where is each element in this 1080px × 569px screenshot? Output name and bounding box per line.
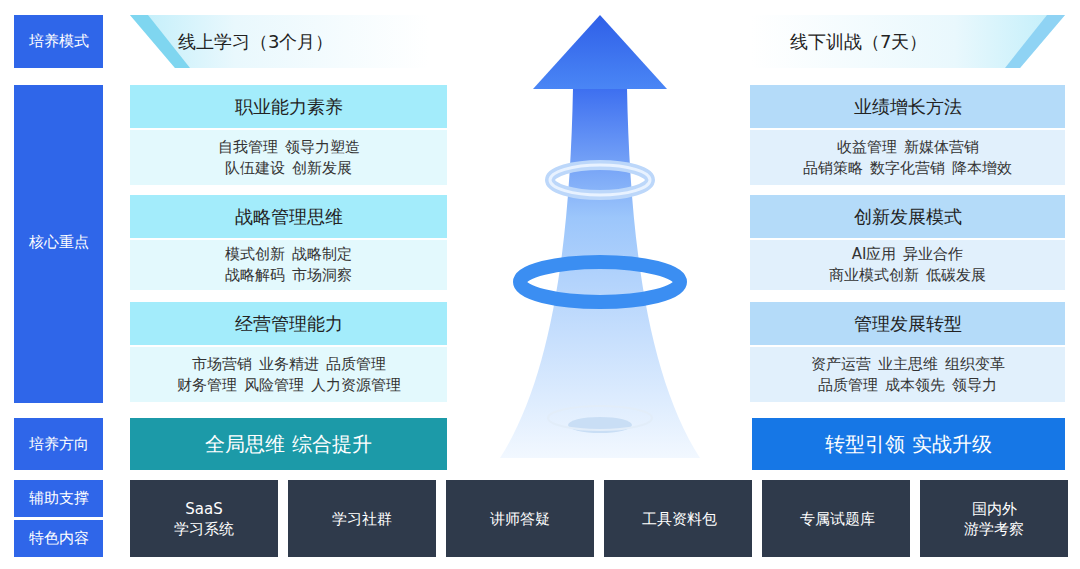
support-label: 工具资料包: [642, 509, 714, 529]
support-box: 国内外 游学考察: [920, 480, 1068, 557]
row-label: 培养模式: [14, 15, 103, 68]
banner-fill: [130, 15, 430, 68]
support-box: 专属试题库: [762, 480, 910, 557]
row-label-text: 培养方向: [29, 435, 89, 454]
card-row: 收益管理新媒体营销: [837, 137, 979, 158]
topic-item: 资产运营: [811, 354, 871, 375]
topic-card: 管理发展转型资产运营业主思维组织变革品质管理成本领先领导力: [750, 302, 1065, 402]
card-heading: 经营管理能力: [130, 302, 447, 345]
topic-item: 人力资源管理: [311, 375, 401, 396]
card-row: 商业模式创新低碳发展: [829, 265, 986, 286]
topic-item: 创新发展: [292, 158, 352, 179]
topic-item: 领导力: [952, 375, 997, 396]
topic-item: 异业合作: [903, 244, 963, 265]
topic-item: 组织变革: [945, 354, 1005, 375]
base-ring: [548, 406, 652, 430]
card-row: 模式创新战略制定: [225, 244, 352, 265]
card-row: 品销策略数字化营销降本增效: [803, 158, 1012, 179]
topic-item: 队伍建设: [225, 158, 285, 179]
phase-title: 线上学习（3个月）: [130, 30, 333, 54]
topic-item: 市场洞察: [292, 265, 352, 286]
card-row: 战略解码市场洞察: [225, 265, 352, 286]
topic-item: 风险管理: [244, 375, 304, 396]
card-body: 自我管理领导力塑造队伍建设创新发展: [130, 130, 447, 185]
card-body: 收益管理新媒体营销品销策略数字化营销降本增效: [750, 130, 1065, 185]
support-box: 工具资料包: [604, 480, 752, 557]
banner-fill: [750, 15, 1065, 68]
topic-card: 创新发展模式AI应用异业合作商业模式创新低碳发展: [750, 195, 1065, 290]
banner-stripe: [1005, 15, 1065, 68]
card-heading: 管理发展转型: [750, 302, 1065, 345]
phase-banner: 线下训战（7天）: [750, 15, 1065, 68]
lower-ring: [520, 262, 680, 302]
support-box: 学习社群: [288, 480, 436, 557]
topic-item: 市场营销: [192, 354, 252, 375]
card-body: 资产运营业主思维组织变革品质管理成本领先领导力: [750, 347, 1065, 402]
card-row: 资产运营业主思维组织变革: [811, 354, 1005, 375]
topic-item: 业主思维: [878, 354, 938, 375]
topic-item: 新媒体营销: [904, 137, 979, 158]
phase-banner: 线上学习（3个月）: [130, 15, 430, 68]
support-label: SaaS 学习系统: [168, 499, 240, 539]
row-label: 特色内容: [14, 520, 103, 557]
topic-card: 战略管理思维模式创新战略制定战略解码市场洞察: [130, 195, 447, 290]
topic-item: 品质管理: [326, 354, 386, 375]
card-heading: 创新发展模式: [750, 195, 1065, 238]
card-body: 模式创新战略制定战略解码市场洞察: [130, 240, 447, 290]
direction-label: 转型引领 实战升级: [825, 431, 991, 458]
row-label-text: 核心重点: [29, 233, 89, 252]
support-label: 讲师答疑: [490, 509, 550, 529]
row-label: 辅助支撑: [14, 480, 103, 517]
card-body: AI应用异业合作商业模式创新低碳发展: [750, 240, 1065, 290]
support-box: 讲师答疑: [446, 480, 594, 557]
row-label: 核心重点: [14, 85, 103, 403]
row-label-text: 辅助支撑: [29, 489, 89, 508]
arrow-head: [533, 15, 667, 89]
topic-card: 经营管理能力市场营销业务精进品质管理财务管理风险管理人力资源管理: [130, 302, 447, 402]
support-label: 学习社群: [332, 509, 392, 529]
phase-title: 线下训战（7天）: [750, 30, 927, 54]
card-heading: 职业能力素养: [130, 85, 447, 128]
topic-item: 成本领先: [885, 375, 945, 396]
topic-item: 商业模式创新: [829, 265, 919, 286]
topic-item: 领导力塑造: [285, 137, 360, 158]
card-heading: 业绩增长方法: [750, 85, 1065, 128]
card-row: 队伍建设创新发展: [225, 158, 352, 179]
topic-item: 自我管理: [218, 137, 278, 158]
card-heading: 战略管理思维: [130, 195, 447, 238]
topic-item: AI应用: [852, 244, 897, 265]
direction-label: 全局思维 综合提升: [205, 431, 371, 458]
card-row: 自我管理领导力塑造: [218, 137, 360, 158]
topic-card: 职业能力素养自我管理领导力塑造队伍建设创新发展: [130, 85, 447, 185]
topic-item: 数字化营销: [870, 158, 945, 179]
card-row: 市场营销业务精进品质管理: [192, 354, 386, 375]
direction-band: 全局思维 综合提升: [130, 418, 447, 470]
topic-item: 战略制定: [292, 244, 352, 265]
row-label-text: 培养模式: [29, 32, 89, 51]
row-label: 培养方向: [14, 418, 103, 470]
topic-item: 低碳发展: [926, 265, 986, 286]
arrow-shaft: [500, 88, 700, 458]
topic-card: 业绩增长方法收益管理新媒体营销品销策略数字化营销降本增效: [750, 85, 1065, 185]
support-box: SaaS 学习系统: [130, 480, 278, 557]
card-row: AI应用异业合作: [852, 244, 964, 265]
topic-item: 收益管理: [837, 137, 897, 158]
upper-ring: [550, 165, 650, 195]
topic-item: 品销策略: [803, 158, 863, 179]
topic-item: 业务精进: [259, 354, 319, 375]
direction-band: 转型引领 实战升级: [752, 418, 1065, 470]
topic-item: 战略解码: [225, 265, 285, 286]
card-row: 财务管理风险管理人力资源管理: [177, 375, 401, 396]
row-label-text: 特色内容: [29, 529, 89, 548]
upper-ring-highlight: [550, 165, 650, 195]
card-body: 市场营销业务精进品质管理财务管理风险管理人力资源管理: [130, 347, 447, 402]
support-label: 国内外 游学考察: [958, 499, 1030, 539]
topic-item: 品质管理: [818, 375, 878, 396]
topic-item: 财务管理: [177, 375, 237, 396]
topic-item: 降本增效: [952, 158, 1012, 179]
topic-item: 模式创新: [225, 244, 285, 265]
card-row: 品质管理成本领先领导力: [818, 375, 997, 396]
support-label: 专属试题库: [800, 509, 872, 529]
